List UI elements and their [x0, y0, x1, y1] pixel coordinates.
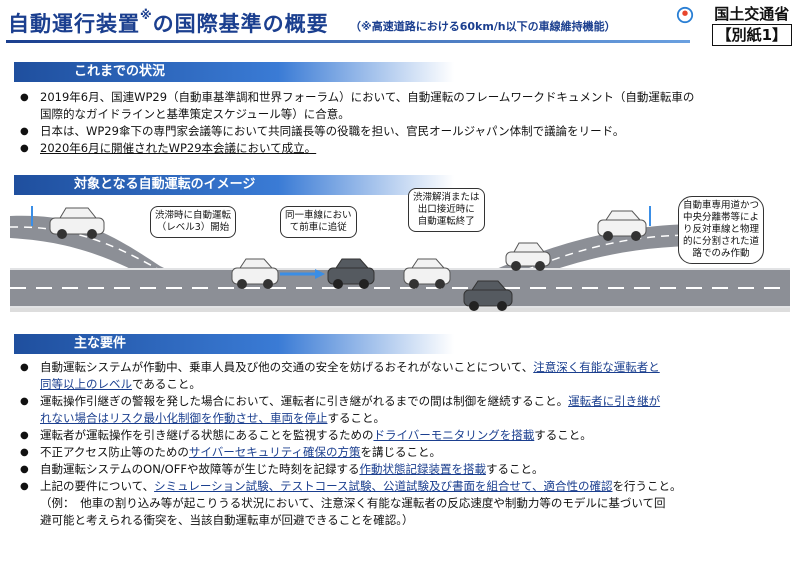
requirement-emphasis: シミュレーション試験、テストコース試験、公道試験及び書面を組合せて、適合性の確認	[154, 479, 613, 493]
bubble-condition: 自動車専用道かつ 中央分離帯等によ り反対車線と物理 的に分割された道 路でのみ…	[678, 196, 765, 264]
requirement-emphasis: 作動状態記録装置を搭載	[359, 462, 486, 476]
status-item: 日本は、WP29傘下の専門家会議等において共同議長等の役職を担い、官民オールジャ…	[18, 123, 694, 140]
section-bar-requirements: 主な要件	[14, 334, 454, 354]
requirement-emphasis: 同等以上のレベル	[40, 377, 132, 391]
requirements-list: 自動運転システムが作動中、乗車人員及び他の交通の安全を妨げるおそれがないことにつ…	[18, 359, 681, 529]
requirement-item: 自動運転システムが作動中、乗車人員及び他の交通の安全を妨げるおそれがないことにつ…	[18, 359, 681, 376]
status-item-text: 2019年6月、国連WP29（自動車基準調和世界フォーラム）において、自動運転の…	[40, 90, 695, 104]
status-item: 2019年6月、国連WP29（自動車基準調和世界フォーラム）において、自動運転の…	[18, 89, 694, 106]
requirement-emphasis: 運転者に引き継が	[568, 394, 661, 408]
requirement-item: 運転操作引継ぎの警報を発した場合において、運転者に引き継がれるまでの間は制御を継…	[18, 393, 681, 410]
requirement-text: 運転者が運転操作を引き継げる状態にあることを監視するための	[40, 428, 374, 442]
annex-label: 【別紙1】	[711, 24, 792, 46]
status-item-text: 日本は、WP29傘下の専門家会議等において共同議長等の役職を担い、官民オールジャ…	[40, 124, 625, 138]
bubble-text: 自動運転終了	[417, 216, 475, 227]
status-item-continuation: 国際的なガイドラインと基準策定スケジュール等）に合意。	[18, 106, 694, 123]
requirement-item: 不正アクセス防止等のためのサイバーセキュリティ確保の方策を講じること。	[18, 444, 681, 461]
car-white-icon	[597, 210, 647, 241]
requirement-text: 不正アクセス防止等のための	[40, 445, 189, 459]
bubble-text: （レベル3）開始	[156, 222, 230, 233]
car-dark-icon	[327, 258, 375, 289]
car-white-icon	[231, 258, 279, 289]
requirement-emphasis: れない場合はリスク最小化制御を作動させ、車両を停止	[40, 411, 328, 425]
bubble-text: 渋滞解消または	[413, 192, 480, 203]
bubble-start: 渋滞時に自動運転 （レベル3）開始	[150, 206, 237, 238]
requirement-text: 自動運転システムのON/OFFや故障等が生じた時刻を記録する	[40, 462, 360, 476]
requirement-text: であること。	[132, 377, 201, 391]
requirement-item: 自動運転システムのON/OFFや故障等が生じた時刻を記録する作動状態記録装置を搭…	[18, 461, 681, 478]
header: 自動運行装置※の国際基準の概要 （※高速道路における60km/h以下の車線維持機…	[0, 0, 800, 48]
status-item-text: 2020年6月に開催されたWP29本会議において成立。	[40, 141, 317, 155]
bubble-text: 中央分離帯等によ	[683, 212, 760, 223]
bubble-text: 自動車専用道かつ	[683, 200, 760, 211]
status-item: 2020年6月に開催されたWP29本会議において成立。	[18, 140, 694, 157]
requirement-text: を講じること。	[360, 445, 442, 459]
requirement-continuation: 同等以上のレベルであること。	[18, 376, 681, 393]
status-list: 2019年6月、国連WP29（自動車基準調和世界フォーラム）において、自動運転の…	[18, 89, 694, 157]
ministry-name: 国土交通省	[714, 5, 790, 23]
car-white-icon	[505, 242, 551, 271]
bubble-text: 出口接近時に	[417, 204, 475, 215]
bubble-text: 路でのみ作動	[692, 248, 750, 259]
requirement-continuation: れない場合はリスク最小化制御を作動させ、車両を停止すること。	[18, 410, 681, 427]
requirement-text: すること。	[327, 411, 386, 425]
requirement-emphasis: サイバーセキュリティ確保の方策	[188, 445, 361, 459]
requirement-text: を行うこと。	[612, 479, 682, 493]
requirement-text: すること。	[534, 428, 592, 442]
car-white-icon	[49, 207, 105, 239]
bubble-text: 的に分割された道	[683, 236, 760, 247]
car-white-icon	[403, 258, 451, 289]
requirement-text: 上記の要件について、	[40, 479, 155, 493]
requirement-continuation: 避可能と考えられる衝突を、当該自動運転車が回避できることを確認。）	[18, 512, 681, 529]
bubble-text: て前車に追従	[289, 222, 347, 233]
requirement-text: 運転操作引継ぎの警報を発した場合において、運転者に引き継がれるまでの間は制御を継…	[40, 394, 569, 408]
driving-illustration: 渋滞時に自動運転 （レベル3）開始 同一車線におい て前車に追従 渋滞解消または…	[9, 188, 790, 331]
section-bar-status: これまでの状況	[14, 62, 454, 82]
requirement-continuation: （例： 他車の割り込み等が起こりうる状況において、注意深く有能な運転者の反応速度…	[18, 495, 681, 512]
page-title: 自動運行装置※の国際基準の概要	[8, 8, 329, 38]
requirement-text: 避可能と考えられる衝突を、当該自動運転車が回避できることを確認。）	[40, 513, 414, 527]
title-mark: ※	[140, 8, 153, 22]
bubble-end: 渋滞解消または 出口接近時に 自動運転終了	[408, 188, 485, 232]
requirement-emphasis: ドライバーモニタリングを搭載	[373, 428, 535, 442]
title-suffix: の国際基準の概要	[152, 12, 329, 36]
section-title-status: これまでの状況	[74, 64, 166, 79]
car-dark-icon	[463, 280, 513, 311]
requirement-item: 上記の要件について、シミュレーション試験、テストコース試験、公道試験及び書面を組…	[18, 478, 681, 495]
requirement-item: 運転者が運転操作を引き継げる状態にあることを監視するためのドライバーモニタリング…	[18, 427, 681, 444]
bubble-text: り反対車線と物理	[683, 224, 760, 235]
bubble-text: 同一車線におい	[285, 210, 352, 221]
bubble-text: 渋滞時に自動運転	[155, 210, 232, 221]
page-subtitle: （※高速道路における60km/h以下の車線維持機能）	[350, 20, 616, 33]
bubble-follow: 同一車線におい て前車に追従	[280, 206, 357, 238]
requirement-text: （例： 他車の割り込み等が起こりうる状況において、注意深く有能な運転者の反応速度…	[40, 496, 666, 510]
title-underline	[6, 40, 690, 43]
road-illustration	[9, 206, 790, 312]
section-title-image: 対象となる自動運転のイメージ	[74, 177, 256, 192]
requirement-text: 自動運転システムが作動中、乗車人員及び他の交通の安全を妨げるおそれがないことにつ…	[40, 360, 534, 374]
section-title-requirements: 主な要件	[74, 336, 127, 351]
section-bar-image: 対象となる自動運転のイメージ	[14, 175, 454, 195]
ministry-logo-icon	[676, 6, 694, 24]
title-text: 自動運行装置	[8, 12, 140, 36]
requirement-text: すること。	[485, 462, 544, 476]
ministry-block: 国土交通省 【別紙1】	[711, 4, 792, 46]
requirement-emphasis: 注意深く有能な運転者と	[533, 360, 660, 374]
status-item-text: 国際的なガイドラインと基準策定スケジュール等）に合意。	[40, 107, 350, 121]
